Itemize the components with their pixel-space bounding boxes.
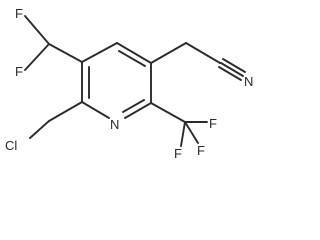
atom-f5-label: F: [174, 146, 182, 161]
bond-chf2-f1: [24, 15, 50, 45]
bond-ring-c4-c5: [116, 42, 152, 64]
bond-ring-c6-n: [124, 102, 152, 119]
bond-nitrile-2: [222, 58, 246, 73]
bond-cf3-f4: [184, 121, 199, 144]
atom-f3-label: F: [209, 116, 217, 131]
bond-chf2-f2: [24, 43, 50, 71]
atom-n-ring-label: N: [110, 117, 119, 132]
atom-f1-label: F: [15, 6, 23, 21]
atom-n-nitrile-label: N: [244, 74, 253, 89]
bond-ring-ch2cl: [48, 101, 83, 122]
bond-cf3-f5: [180, 121, 186, 147]
molecule-structure: F F Cl N N F F F: [5, 6, 253, 161]
atom-f2-label: F: [15, 64, 23, 79]
atom-f4-label: F: [197, 143, 205, 158]
bond-ring-c3-c4: [81, 42, 118, 63]
atom-cl-label: Cl: [5, 138, 17, 153]
bond-nitrile-1: [220, 62, 244, 77]
bond-ring-n-c2: [81, 101, 110, 119]
bond-ring-ch2cn: [150, 42, 187, 64]
bond-nitrile-3: [218, 66, 242, 81]
bond-ring-cf3: [150, 102, 186, 123]
bond-ring-c6-n-double: [122, 99, 145, 113]
bond-ch2-cn: [185, 42, 221, 64]
bond-ring-chf2: [48, 43, 83, 63]
bond-ch2-cl: [29, 120, 50, 139]
bond-ring-c4-c5-double: [118, 50, 146, 67]
